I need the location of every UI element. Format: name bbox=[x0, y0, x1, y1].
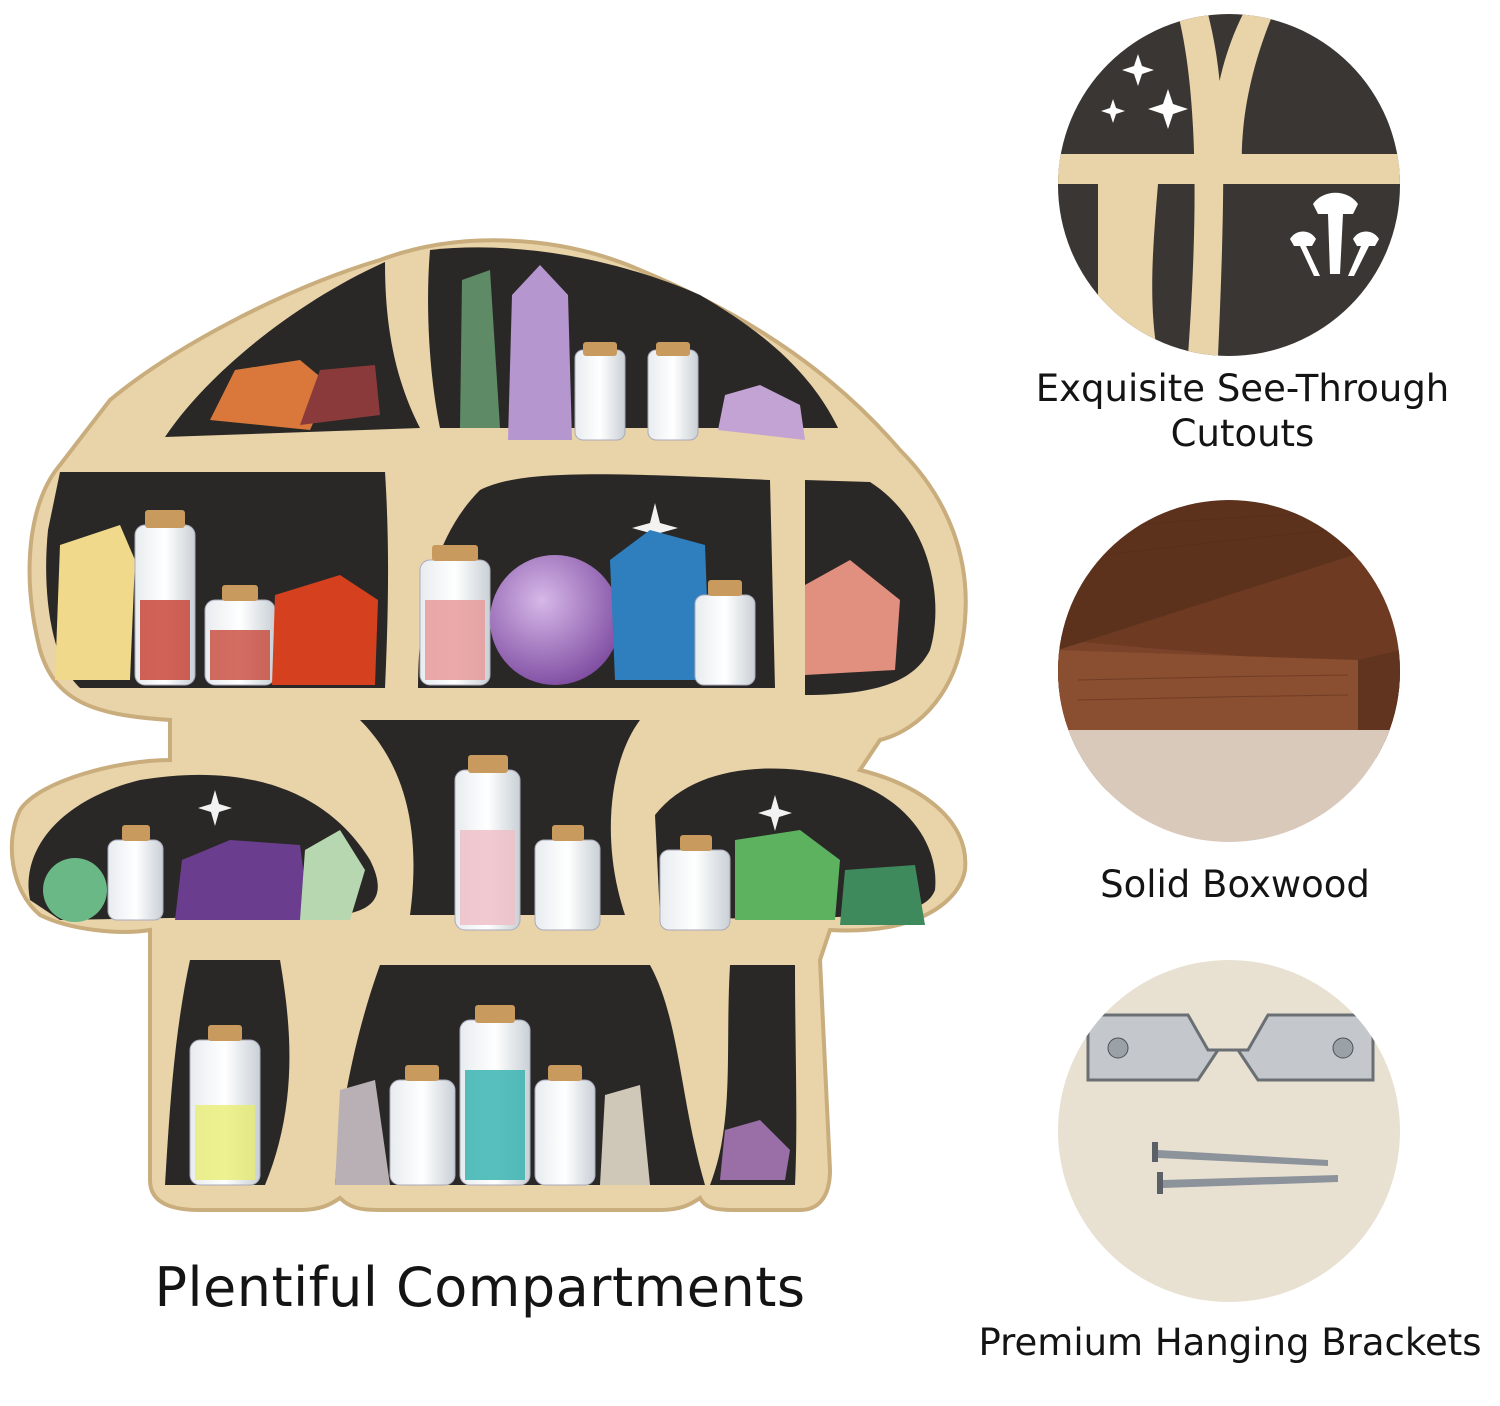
star-icon bbox=[198, 790, 232, 826]
star-icon bbox=[632, 503, 678, 553]
star-cutouts bbox=[198, 503, 792, 831]
boxwood-detail-image bbox=[1058, 500, 1400, 842]
nails-icon bbox=[1152, 1142, 1338, 1194]
mushroom-icon bbox=[1290, 192, 1379, 276]
brackets-caption: Premium Hanging Brackets bbox=[978, 1321, 1482, 1364]
cutouts-caption-line1: Exquisite See-Through bbox=[1035, 367, 1450, 410]
star-icon bbox=[1101, 54, 1188, 129]
boxwood-caption: Solid Boxwood bbox=[1100, 863, 1370, 906]
cutouts-caption-line2: Cutouts bbox=[1170, 412, 1315, 456]
cutouts-detail-image bbox=[1058, 14, 1400, 356]
crystal-collection bbox=[43, 265, 925, 1186]
main-caption: Plentiful Compartments bbox=[154, 1256, 806, 1319]
mushroom-shelf-illustration bbox=[9, 238, 968, 1212]
brackets-detail-image bbox=[1058, 960, 1400, 1302]
star-icon bbox=[758, 795, 792, 831]
cutouts-caption: Exquisite See-Through Cutouts bbox=[1010, 366, 1475, 456]
bracket-icon bbox=[1086, 1013, 1375, 1082]
